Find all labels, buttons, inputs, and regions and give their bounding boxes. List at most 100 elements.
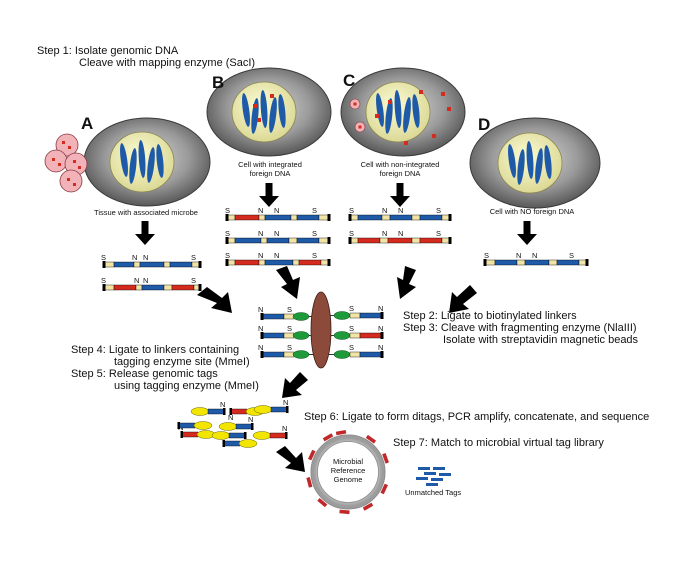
arrow-c-to-center	[397, 266, 416, 299]
released-tag	[222, 439, 258, 448]
step1-title: Step 1: Isolate genomic DNA	[37, 45, 179, 57]
released-tag: N	[218, 415, 254, 431]
step4-text: Step 4: Ligate to linkers containing	[71, 344, 240, 356]
matched-tag	[365, 434, 377, 444]
converging-arrows	[197, 266, 477, 472]
nla-site-label: N	[398, 206, 403, 215]
nla-site-label: N	[258, 251, 263, 260]
arrow-c-down	[390, 183, 410, 207]
matched-tag	[362, 502, 374, 511]
step3-text: Step 3: Cleave with fragmenting enzyme (…	[403, 322, 637, 334]
sac-site-label: S	[484, 251, 489, 260]
microbial-genome	[306, 429, 389, 515]
arrow-d-to-center	[449, 285, 477, 313]
genome-label-2: Reference	[330, 466, 366, 475]
unmatched-tags	[416, 467, 451, 486]
step1-detail: Cleave with mapping enzyme (SacI)	[79, 57, 256, 69]
nla-site-label: N	[274, 229, 279, 238]
nla-site-label: N	[258, 206, 263, 215]
sac-site-label: S	[191, 253, 196, 262]
sac-site-label: S	[312, 229, 317, 238]
step4-detail: tagging enzyme site (MmeI)	[114, 356, 250, 368]
nla-site-label: N	[132, 253, 137, 262]
matched-tag	[339, 509, 350, 515]
arrow-d-down	[517, 221, 537, 245]
sac-site-label: S	[191, 276, 196, 285]
matched-tag	[335, 429, 347, 436]
sac-site-label: S	[349, 206, 354, 215]
panel-b-letter: B	[212, 73, 225, 92]
nla-site-label: N	[283, 398, 288, 407]
nla-site-label: N	[228, 413, 233, 422]
released-tag: N	[253, 398, 289, 414]
arrow-tags-to-genome	[276, 446, 305, 472]
panel-a-caption: Tissue with associated microbe	[94, 208, 198, 217]
nla-site-label: N	[248, 415, 253, 424]
nla-site-label: N	[398, 229, 403, 238]
matched-tag	[306, 477, 313, 488]
nla-site-label: N	[378, 324, 383, 333]
nla-site-label: N	[532, 251, 537, 260]
sac-site-label: S	[287, 305, 292, 314]
unmatched-tags-label: Unmatched Tags	[405, 488, 462, 497]
arrow-a-down	[135, 221, 155, 245]
arrow-b-to-center	[276, 266, 300, 299]
panel-c-caption-1: Cell with non-integrated	[360, 160, 440, 169]
sac-site-label: S	[349, 343, 354, 352]
nla-site-label: N	[220, 400, 225, 409]
step6-text: Step 6: Ligate to form ditags, PCR ampli…	[304, 411, 650, 423]
step2-text: Step 2: Ligate to biotinylated linkers	[403, 310, 577, 322]
panel-d-letter: D	[478, 115, 491, 134]
sac-site-label: S	[101, 253, 106, 262]
nla-site-label: N	[378, 304, 383, 313]
released-tag: N	[190, 400, 226, 416]
sac-site-label: S	[225, 206, 230, 215]
released-tag	[211, 431, 247, 440]
panel-b-caption-2: foreign DNA	[249, 169, 291, 178]
step5-detail: using tagging enzyme (MmeI)	[114, 380, 259, 392]
nla-site-label: N	[258, 343, 263, 352]
nla-site-label: N	[143, 276, 148, 285]
microbe-cluster	[44, 133, 88, 193]
matched-tag	[382, 453, 389, 464]
step3-detail: Isolate with streptavidin magnetic beads	[443, 334, 639, 346]
matched-tag	[308, 449, 316, 461]
cell-b	[206, 67, 332, 157]
sac-site-label: S	[287, 324, 292, 333]
sac-site-label: S	[225, 251, 230, 260]
nla-site-label: N	[274, 251, 279, 260]
matched-tag	[380, 483, 388, 495]
sac-site-label: S	[225, 229, 230, 238]
panel-c-caption-2: foreign DNA	[379, 169, 421, 178]
arrow-b-down	[259, 183, 279, 207]
cell-d	[469, 117, 601, 209]
sac-site-label: S	[349, 324, 354, 333]
nla-site-label: N	[382, 229, 387, 238]
sac-site-label: S	[569, 251, 574, 260]
sac-site-label: S	[349, 304, 354, 313]
arrow-a-to-center	[197, 287, 232, 313]
streptavidin-bead	[310, 291, 332, 369]
nla-site-label: N	[378, 343, 383, 352]
nla-site-label: N	[143, 253, 148, 262]
genome-label-3: Genome	[333, 475, 363, 484]
matched-tag	[322, 433, 334, 442]
